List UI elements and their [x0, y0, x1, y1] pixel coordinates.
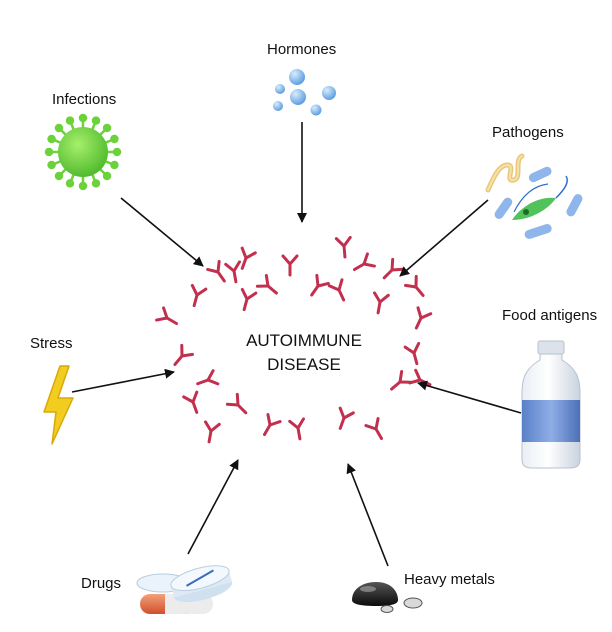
antibody-icon [155, 306, 182, 332]
label-heavy-metals: Heavy metals [404, 571, 495, 588]
pills-icon [136, 565, 233, 614]
arrow-stress [71, 368, 175, 393]
antibody-icon [168, 343, 195, 371]
antibody-icon [332, 406, 355, 433]
antibody-icon [255, 273, 283, 300]
antibody-icon [377, 257, 405, 285]
antibody-icon [256, 413, 282, 440]
virus-icon [44, 113, 122, 191]
milk-bottle-icon [521, 340, 581, 469]
label-pathogens: Pathogens [492, 124, 564, 141]
antibody-icon [281, 254, 299, 277]
antibody-icon [403, 341, 426, 367]
arrow-drugs [187, 459, 239, 555]
antibody-icon [193, 369, 220, 392]
antibody-icon [235, 287, 258, 313]
bacteria-icon [485, 153, 583, 239]
label-food-antigens: Food antigens [502, 307, 597, 324]
antibody-icon [403, 274, 430, 302]
antibody-icon [334, 235, 354, 260]
antibody-icon [364, 417, 390, 444]
antibody-icon [304, 273, 330, 301]
arrow-infections [120, 197, 204, 267]
antibody-icon [234, 246, 257, 273]
arrows [71, 122, 522, 567]
antibody-icon [369, 291, 390, 316]
center-title-line1: AUTOIMMUNE [246, 331, 362, 350]
label-stress: Stress [30, 335, 73, 352]
metal-droplets-icon [352, 582, 423, 613]
arrow-food-antigens [417, 380, 522, 414]
label-drugs: Drugs [81, 575, 121, 592]
lightning-bolt-icon [43, 365, 74, 445]
antibody-icon [225, 392, 253, 420]
arrow-pathogens [399, 199, 489, 277]
label-hormones: Hormones [267, 41, 336, 58]
antibody-icon [408, 306, 433, 333]
antibody-icon [224, 260, 245, 285]
arrow-heavy-metals [346, 463, 389, 567]
antibody-icon [408, 368, 435, 393]
center-title-line2: DISEASE [267, 355, 341, 374]
antibody-icon [182, 390, 205, 417]
antibody-icon [185, 283, 208, 309]
antibody-icon [385, 369, 413, 396]
label-infections: Infections [52, 91, 116, 108]
hormone-bubbles-icon [273, 69, 336, 116]
antibody-icon [327, 278, 352, 305]
antibody-icon [288, 417, 309, 442]
antibody-icon [200, 420, 221, 445]
antibody-icon [349, 252, 376, 278]
